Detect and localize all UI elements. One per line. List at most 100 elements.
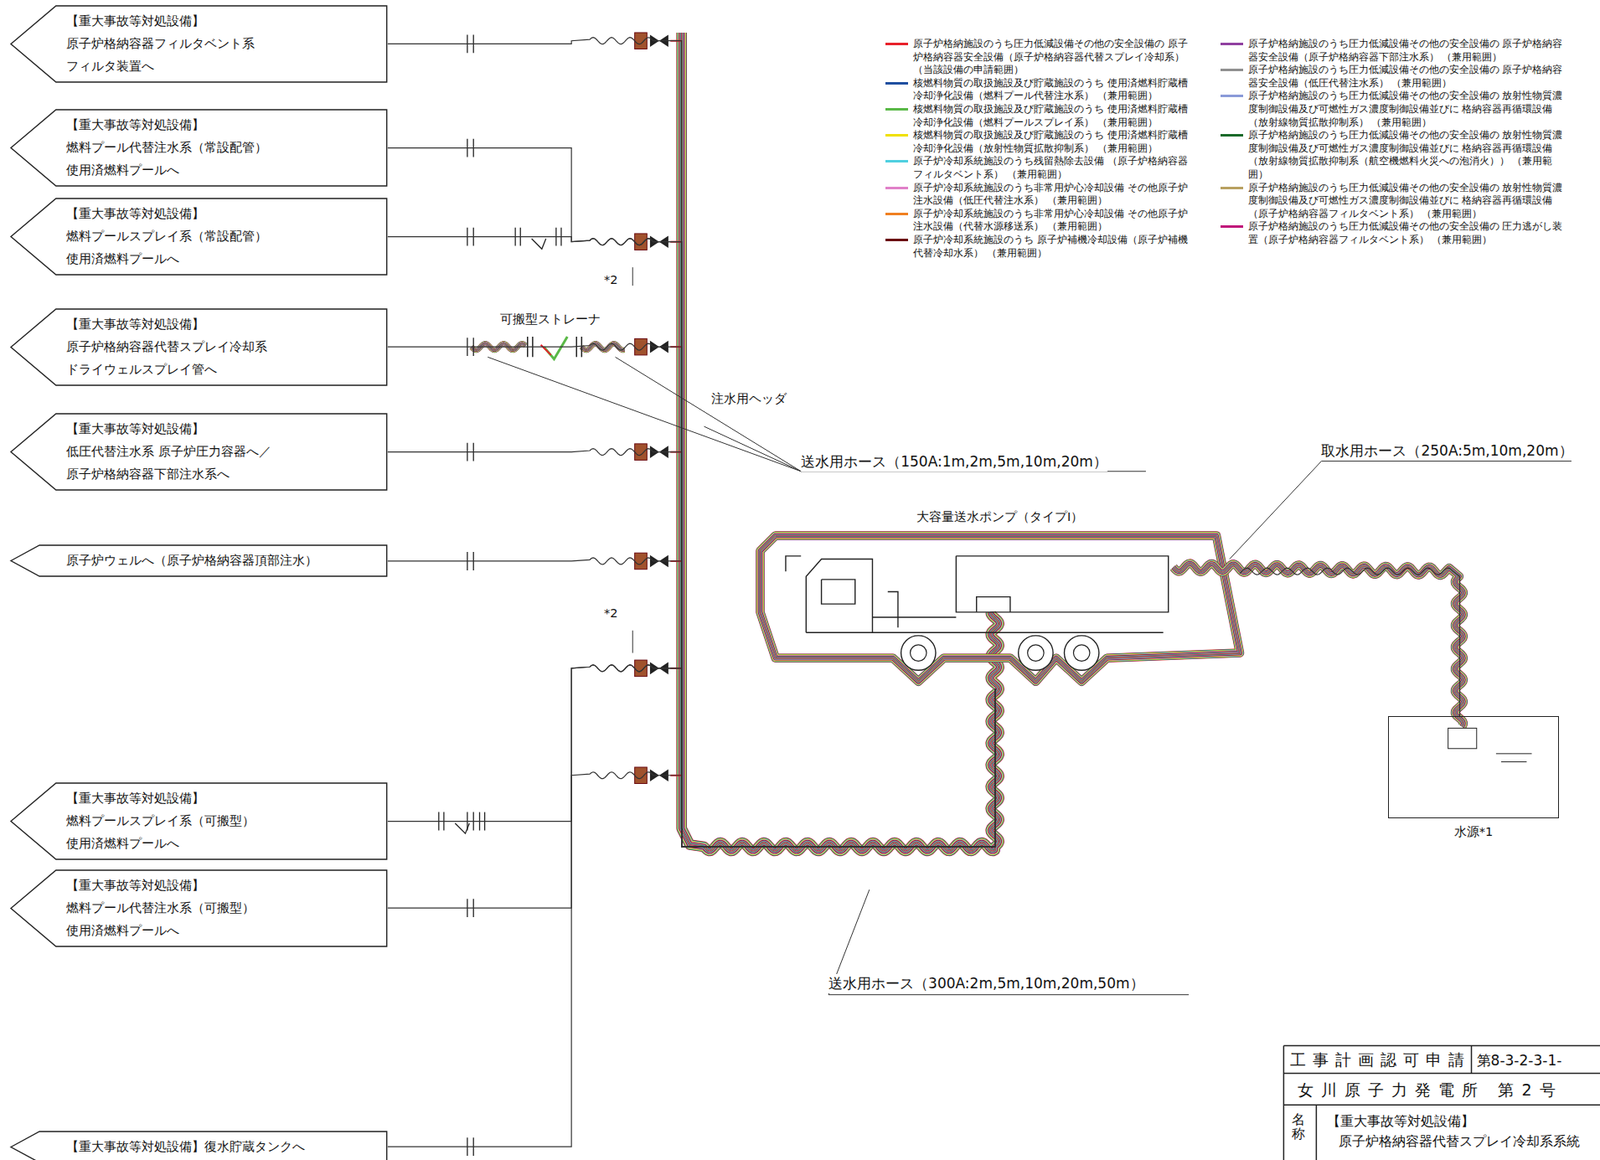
- table-rule: [1283, 1046, 1286, 1160]
- intake-hose-bundle-band: [1173, 563, 1464, 728]
- box-text: 大容量送水ポンプ（タイプI）: [913, 509, 1087, 525]
- hose-connector: [387, 237, 996, 847]
- callout-number: *2: [603, 273, 618, 287]
- table-cell: 工事計画認可申請: [1290, 1049, 1471, 1072]
- legend-text: 原子炉格納施設のうち圧力低減設備その他の安全設備の 放射性物質濃度制御設備及び可…: [1248, 89, 1564, 130]
- box-heading: 【重大事故等対処設備】: [66, 874, 343, 898]
- pump-outline-bundle-band: [759, 536, 1240, 682]
- box-text: 【重大事故等対処設備】復水貯蔵タンクへ: [66, 1135, 343, 1159]
- box-text: 燃料プール代替注水系（常設配管） 使用済燃料プールへ: [66, 136, 343, 182]
- destination-arrow-box: 原子炉ウェルへ（原子炉格納容器頂部注水）: [10, 544, 388, 578]
- box-text: 原子炉格納容器代替スプレイ冷却系 ドライウェルスプレイ管へ: [66, 335, 343, 382]
- water-source-tank: 水源*1: [1388, 716, 1560, 819]
- pump-outline-bundle-band: [759, 536, 1240, 682]
- legend-text: 核燃料物質の取扱施設及び貯蔵施設のうち 使用済燃料貯蔵槽冷却浄化設備（燃料プール…: [913, 77, 1198, 104]
- pump-truck: [785, 556, 1169, 671]
- intake-hose-bundle-band: [1173, 563, 1464, 728]
- destination-arrow-box: 【重大事故等対処設備】燃料プール代替注水系（可搬型） 使用済燃料プールへ: [10, 869, 388, 948]
- box-text: 燃料プールスプレイ系（可搬型） 使用済燃料プールへ: [66, 810, 343, 856]
- box-text: 低圧代替注水系 原子炉圧力容器へ／原子炉格納容器下部注水系へ: [66, 440, 343, 486]
- arrow-box-shape: [10, 1131, 388, 1160]
- legend-entry: 原子炉格納施設のうち圧力低減設備その他の安全設備の 放射性物質濃度制御設備及び可…: [1220, 129, 1564, 181]
- water-level: [1496, 753, 1533, 754]
- arrow-box-shape: [10, 783, 388, 860]
- box-heading: 【重大事故等対処設備】: [66, 10, 343, 33]
- truck-window: [821, 579, 856, 604]
- legend-text: 核燃料物質の取扱施設及び貯蔵施設のうち 使用済燃料貯蔵槽冷却浄化設備（放射性物質…: [913, 129, 1198, 155]
- pump-outline-bundle-band: [759, 536, 1240, 682]
- box-text: 燃料プールスプレイ系（常設配管） 使用済燃料プールへ: [66, 225, 343, 271]
- legend-text: 核燃料物質の取扱施設及び貯蔵施設のうち 使用済燃料貯蔵槽冷却浄化設備（燃料プール…: [913, 103, 1198, 130]
- legend-text: 原子炉冷却系統施設のうち 原子炉補機冷却設備（原子炉補機代替冷却水系） （兼用範…: [913, 233, 1198, 260]
- legend-swatch: [885, 186, 909, 190]
- table-cell: 【重大事故等対処設備】: [1326, 1113, 1475, 1131]
- legend-swatch: [1220, 225, 1244, 228]
- legend-text: 原子炉格納施設のうち圧力低減設備その他の安全設備の 圧力逃がし装置（原子炉格納容…: [1248, 220, 1564, 247]
- hose-connector: [387, 343, 996, 847]
- part-label: 可搬型ストレーナ: [500, 311, 601, 328]
- hose-connector: [387, 688, 996, 1147]
- connector-flange: [634, 233, 648, 250]
- truck-wheel: [1018, 635, 1053, 671]
- table-rule: [1283, 1104, 1600, 1106]
- hose-connector: [387, 148, 996, 847]
- legend-swatch: [1220, 94, 1244, 98]
- legend-swatch: [1220, 186, 1244, 190]
- tank-contents: [1388, 717, 1561, 820]
- pump-unit: 大容量送水ポンプ（タイプI）: [759, 508, 1240, 690]
- pump-outline-bundle: [759, 536, 1240, 682]
- pump-outline-bundle-band: [759, 536, 1240, 682]
- legend-entry: 原子炉冷却系統施設のうち残留熱除去設備 （原子炉格納容器フィルタベント系） （兼…: [885, 154, 1198, 181]
- arrow-box-shape: [10, 870, 388, 947]
- valve-symbol: [438, 812, 486, 835]
- destination-arrow-box: 【重大事故等対処設備】原子炉格納容器代替スプレイ冷却系 ドライウェルスプレイ管へ: [10, 308, 388, 387]
- destination-arrow-box: 【重大事故等対処設備】復水貯蔵タンクへ: [10, 1130, 388, 1160]
- hose-connector: [1239, 567, 1461, 717]
- leader-line: [1229, 461, 1572, 560]
- strainer-mark: [543, 336, 568, 360]
- table-rule: [1316, 1104, 1318, 1160]
- table-cell: 第8-3-2-3-1-: [1476, 1051, 1563, 1071]
- truck-cab: [805, 559, 873, 634]
- connector-flange: [634, 32, 648, 49]
- box-heading: 【重大事故等対処設備】: [66, 787, 343, 811]
- pump-outline-bundle-band: [759, 536, 1240, 682]
- hose-connector: [387, 665, 996, 847]
- arrow-box-shape: [10, 309, 388, 386]
- title-block: [1283, 1046, 1600, 1160]
- arrow-box-shape: [10, 5, 388, 83]
- connector-flange: [634, 443, 648, 460]
- table-cell: 原子炉格納容器代替スプレイ冷却系系統: [1338, 1133, 1580, 1151]
- hose-connector: [387, 665, 996, 909]
- stub-line: [632, 630, 634, 654]
- pump-outline-bundle-band: [759, 536, 1240, 682]
- strainer-symbol: [527, 336, 583, 360]
- legend-entry: 原子炉冷却系統施設のうち 原子炉補機冷却設備（原子炉補機代替冷却水系） （兼用範…: [885, 233, 1198, 260]
- truck-hub: [910, 645, 927, 661]
- table-cell: 女川原子力発電所 第2号: [1297, 1079, 1563, 1102]
- truck-wheel: [1063, 635, 1099, 671]
- table-rule: [1283, 1073, 1600, 1075]
- connector-flange: [634, 660, 648, 677]
- legend-entry: 原子炉格納施設のうち圧力低減設備その他の安全設備の 放射性物質濃度制御設備及び可…: [1220, 181, 1564, 222]
- legend-text: 原子炉格納施設のうち圧力低減設備その他の安全設備の 放射性物質濃度制御設備及び可…: [1248, 181, 1564, 222]
- box-text: 燃料プール代替注水系（可搬型） 使用済燃料プールへ: [66, 897, 343, 943]
- legend-text: 原子炉格納施設のうち圧力低減設備その他の安全設備の 原子炉格納容器安全設備（低圧…: [1248, 63, 1564, 90]
- hose-connector: [387, 449, 996, 847]
- intake-hose-bundle-band: [1173, 563, 1464, 728]
- strainer-mark: [541, 345, 552, 356]
- part-label: 取水用ホース（250A:5m,10m,20m）: [1321, 441, 1573, 461]
- box-heading: 【重大事故等対処設備】: [66, 202, 343, 226]
- legend-entry: 原子炉格納施設のうち圧力低減設備その他の安全設備の 原子炉格納容器安全設備（原子…: [885, 37, 1198, 78]
- legend-text: 原子炉冷却系統施設のうち残留熱除去設備 （原子炉格納容器フィルタベント系） （兼…: [913, 154, 1198, 181]
- intake-hose-bundle-band: [1173, 563, 1464, 728]
- pump-outline-bundle-band: [759, 536, 1240, 682]
- truck-body: [955, 556, 1168, 613]
- intake-hose-bundle: [1173, 563, 1464, 728]
- legend-entry: 原子炉格納施設のうち圧力低減設備その他の安全設備の 原子炉格納容器安全設備（低圧…: [1220, 63, 1564, 90]
- intake-hose-bundle-band: [1173, 563, 1464, 728]
- pump-outline-bundle-band: [759, 536, 1240, 682]
- water-level: [1501, 761, 1527, 763]
- legend-swatch: [885, 134, 909, 137]
- box-text: 原子炉格納容器フィルタベント系 フィルタ装置へ: [66, 32, 343, 78]
